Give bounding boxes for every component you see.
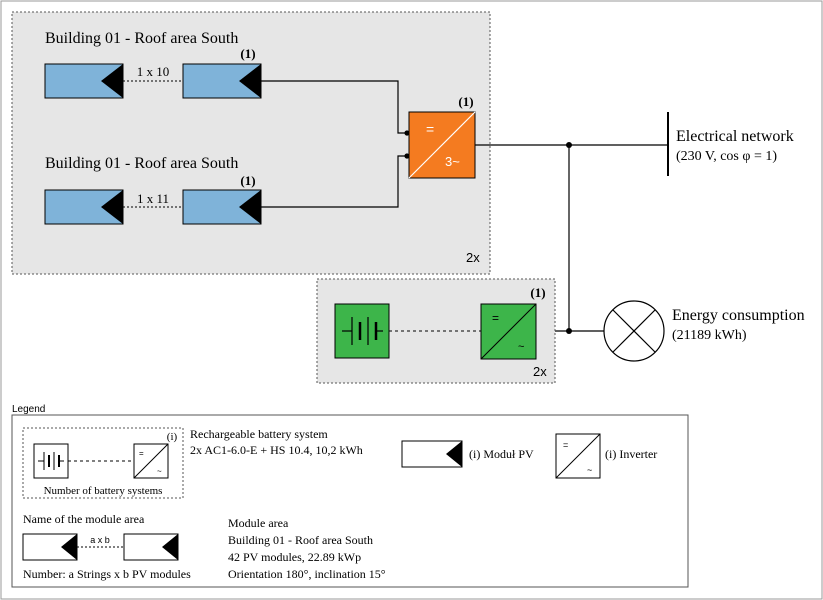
legend-module-item: (i) Moduł PV xyxy=(401,440,534,468)
consumption-value: (21189 kWh) xyxy=(672,328,747,343)
area-2-title: Building 01 - Roof area South xyxy=(45,155,238,172)
inverter-index-label: (1) xyxy=(458,94,473,109)
module-index-label: (1) xyxy=(240,173,255,188)
pv-system-multiplier: 2x xyxy=(466,250,480,265)
legend-inverter-label: (i) Inverter xyxy=(605,447,657,461)
legend-inverter-diagonal xyxy=(555,433,601,479)
legend-module-area-line-1: Building 01 - Roof area South xyxy=(228,533,373,547)
dc-wire-string-2 xyxy=(261,155,409,208)
energy-consumption-load xyxy=(603,300,665,362)
inverter-input-1-dot xyxy=(404,130,410,136)
battery-unit xyxy=(334,303,390,359)
legend-area-string: a x b xyxy=(22,533,179,561)
legend-module-icon xyxy=(401,440,463,468)
pv-string-2: 1 x 11 (1) xyxy=(44,173,262,225)
load-cross-line xyxy=(612,309,656,353)
battery-system-panel: = ~ (1) 2x xyxy=(316,278,556,384)
battery-inverter-ac-symbol: ~ xyxy=(518,341,524,353)
legend-battery-index: (i) xyxy=(167,431,178,443)
legend-battery-title: Rechargeable battery system xyxy=(190,427,328,441)
legend-module-area-title: Module area xyxy=(228,516,289,530)
legend-battery-inverter-diagonal xyxy=(133,443,169,479)
pv-inverter: = 3~ (1) xyxy=(408,94,476,179)
consumption-title: Energy consumption xyxy=(672,307,805,324)
pv-module-marker-icon xyxy=(101,190,123,224)
legend-battery-item: = ~ (i) Number of battery systems xyxy=(22,427,184,499)
legend-area-number-caption: Number: a Strings x b PV modules xyxy=(23,567,191,581)
inverter-input-2-dot xyxy=(404,153,410,159)
battery-inverter: = ~ (1) xyxy=(480,285,546,360)
legend-area-marker-icon xyxy=(162,534,178,560)
pv-module-marker-icon xyxy=(101,64,123,98)
battery-system-multiplier: 2x xyxy=(533,364,547,379)
legend-module-area-line-2: 42 PV modules, 22.89 kWp xyxy=(228,550,361,564)
battery-icon xyxy=(342,317,383,345)
legend: Legend = ~ (i) Number of battery systems… xyxy=(11,404,689,588)
legend-battery-caption: Number of battery systems xyxy=(44,485,163,497)
grid-title: Electrical network xyxy=(676,128,794,145)
legend-battery-frame xyxy=(22,427,184,499)
inverter-dc-symbol: = xyxy=(426,121,434,137)
legend-area-name-caption: Name of the module area xyxy=(23,512,145,526)
battery-inverter-dc-symbol: = xyxy=(492,311,499,325)
area-1-title: Building 01 - Roof area South xyxy=(45,30,238,47)
legend-module-area-line-3: Orientation 180°, inclination 15° xyxy=(228,567,386,581)
pv-module-marker-icon xyxy=(239,190,261,224)
string-1-count-label: 1 x 10 xyxy=(137,64,170,79)
legend-title: Legend xyxy=(12,404,45,415)
legend-area-marker-icon xyxy=(61,534,77,560)
pv-string-1: 1 x 10 (1) xyxy=(44,46,262,99)
legend-battery-inverter-dc: = xyxy=(139,449,144,458)
legend-inverter-ac: ~ xyxy=(587,465,592,475)
module-index-label: (1) xyxy=(240,46,255,61)
pv-system-panel: Building 01 - Roof area South Building 0… xyxy=(11,11,491,275)
inverter-diagonal xyxy=(408,111,476,179)
legend-inverter-item: = ~ (i) Inverter xyxy=(555,433,657,479)
string-2-count-label: 1 x 11 xyxy=(137,191,169,206)
legend-battery-inverter-ac: ~ xyxy=(157,467,162,476)
legend-inverter-dc: = xyxy=(563,440,568,450)
inverter-diagonal xyxy=(480,303,537,360)
battery-inverter-index-label: (1) xyxy=(530,285,545,300)
pv-module-marker-icon xyxy=(239,64,261,98)
legend-module-label: (i) Moduł PV xyxy=(469,447,534,461)
legend-battery-symbol-icon xyxy=(38,452,64,470)
legend-area-string-label: a x b xyxy=(90,535,110,545)
dc-wire-string-1 xyxy=(261,80,409,134)
legend-module-marker-icon xyxy=(446,441,462,467)
grid-spec: (230 V, cos φ = 1) xyxy=(676,149,777,164)
inverter-ac-symbol: 3~ xyxy=(445,154,460,169)
legend-battery-detail: 2x AC1-6.0-E + HS 10.4, 10,2 kWh xyxy=(190,443,363,457)
